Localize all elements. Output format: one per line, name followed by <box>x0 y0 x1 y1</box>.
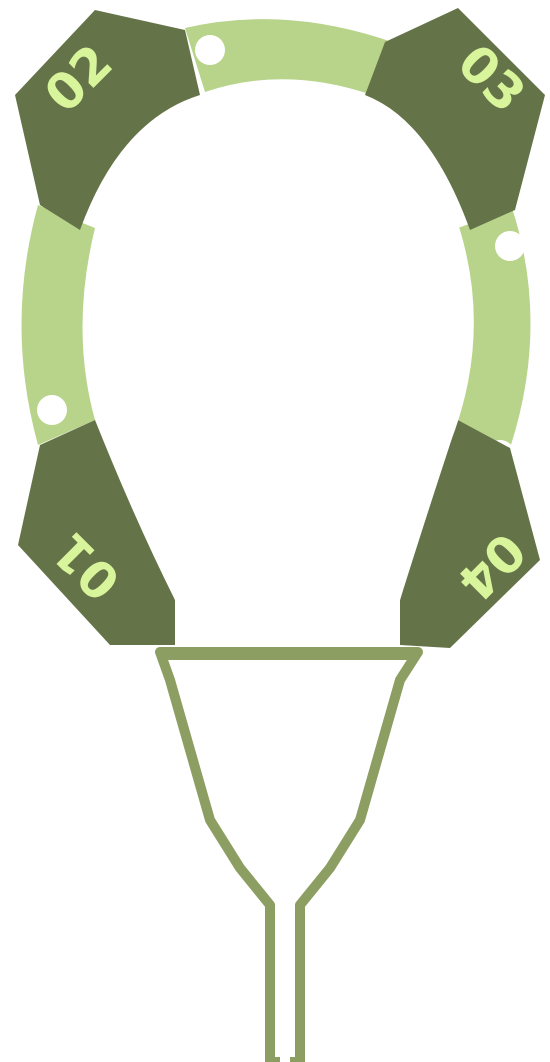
knob-top-left <box>195 35 225 65</box>
knob-right-top <box>495 231 525 261</box>
knob-left-bottom <box>37 395 67 425</box>
bulb-base <box>160 652 418 1062</box>
